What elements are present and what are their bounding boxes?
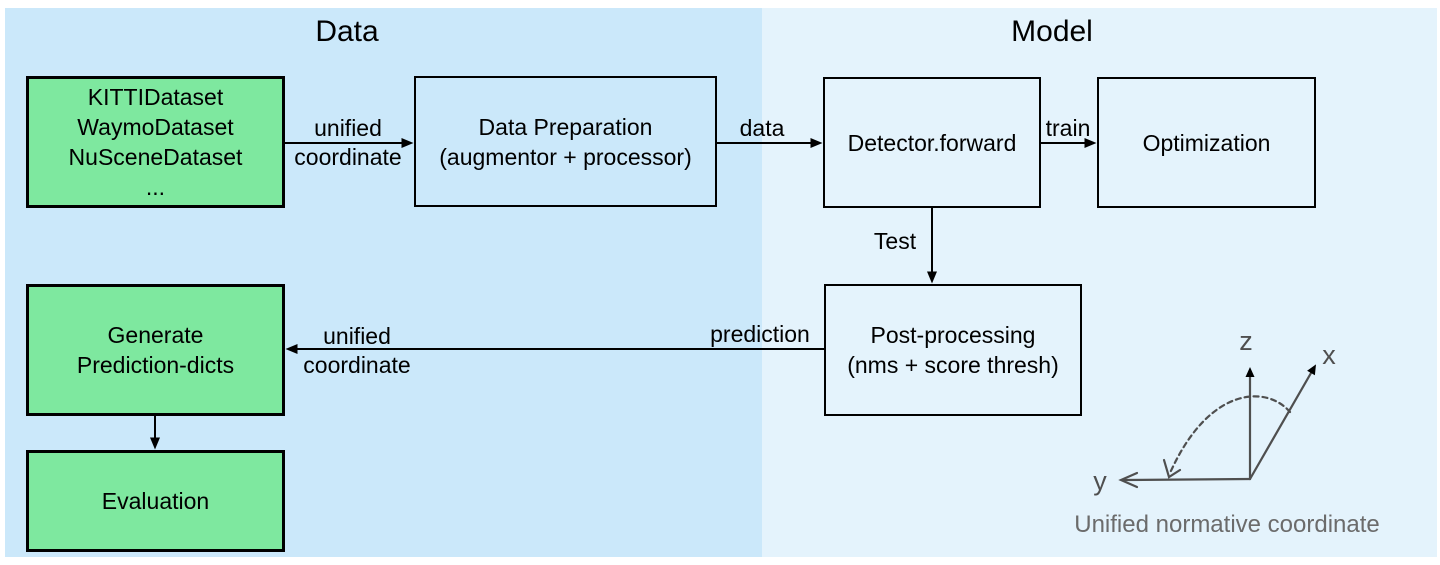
node-detector-forward: Detector.forward	[823, 77, 1041, 208]
model-section-title: Model	[1011, 15, 1093, 48]
edge-label-test: Test	[873, 228, 917, 254]
data-section-title: Data	[315, 15, 379, 48]
edge-label-data: data	[739, 115, 785, 141]
node-evaluation: Evaluation	[26, 450, 285, 552]
node-datasets: KITTIDataset WaymoDataset NuSceneDataset…	[26, 76, 285, 208]
coordinate-caption: Unified normative coordinate	[1074, 511, 1380, 538]
node-optimization: Optimization	[1097, 77, 1316, 208]
model-section-panel	[762, 8, 1437, 557]
edge-label-unified-coordinate-bottom: unified coordinate	[303, 323, 411, 378]
node-generate-prediction-dicts: Generate Prediction-dicts	[26, 284, 285, 416]
node-data-preparation: Data Preparation (augmentor + processor)	[414, 76, 717, 207]
edge-label-prediction: prediction	[710, 321, 810, 347]
node-post-processing: Post-processing (nms + score thresh)	[824, 284, 1082, 416]
edge-label-train: train	[1045, 115, 1091, 141]
z-axis-label: z	[1239, 326, 1253, 356]
x-axis-label: x	[1322, 340, 1336, 370]
y-axis-label: y	[1093, 466, 1107, 496]
edge-label-unified-coordinate-top: unified coordinate	[294, 115, 402, 170]
